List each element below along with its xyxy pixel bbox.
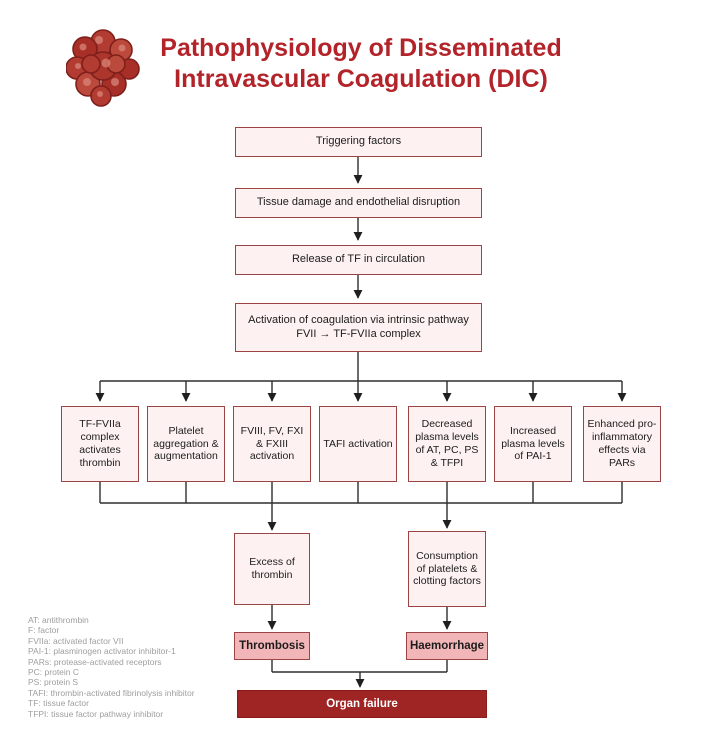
node-platelet-aggregation: Platelet aggregation & augmentation (147, 406, 225, 482)
node-factor-activation: FVIII, FV, FXI & FXIII activation (233, 406, 311, 482)
page-title-line-1: Pathophysiology of Disseminated (160, 34, 562, 62)
node-tissue-damage: Tissue damage and endothelial disruption (235, 188, 482, 218)
legend-item: FVIIa: activated factor VII (28, 635, 124, 646)
legend-item: PS: protein S (28, 677, 79, 688)
legend-item: TFPI: tissue factor pathway inhibitor (28, 708, 164, 719)
node-triggering-factors: Triggering factors (235, 127, 482, 157)
page-title: Pathophysiology of Disseminated Intravas… (120, 33, 602, 95)
node-thrombosis: Thrombosis (234, 632, 310, 660)
red-blood-cell-cluster-icon (66, 29, 140, 107)
legend-item: PC: protein C (28, 667, 80, 678)
legend-item: PARs: protease-activated receptors (28, 656, 162, 667)
node-excess-thrombin: Excess of thrombin (234, 533, 310, 605)
legend-item: TF: tissue factor (28, 698, 89, 709)
legend-item: F: factor (28, 625, 60, 636)
node-increased-pai1: Increased plasma levels of PAI-1 (494, 406, 572, 482)
legend-item: TAFI: thrombin-activated fibrinolysis in… (28, 687, 195, 698)
node-tf-fviia-thrombin: TF-FVIIa complex activates thrombin (61, 406, 139, 482)
page-title-line-2: Intravascular Coagulation (DIC) (174, 65, 548, 93)
legend-item: AT: antithrombin (28, 615, 89, 625)
node-tafi-activation: TAFI activation (319, 406, 397, 482)
legend-item: PAI-1: plasminogen activator inhibitor-1 (28, 646, 176, 657)
node-coagulation-activation: Activation of coagulation via intrinsic … (235, 303, 482, 352)
node-proinflammatory-pars: Enhanced pro-inflammatory effects via PA… (583, 406, 661, 482)
node-organ-failure: Organ failure (237, 690, 487, 718)
node-consumption-platelets: Consumption of platelets & clotting fact… (408, 531, 486, 607)
node-haemorrhage: Haemorrhage (406, 632, 488, 660)
node-decreased-plasma-levels: Decreased plasma levels of AT, PC, PS & … (408, 406, 486, 482)
node-tf-release: Release of TF in circulation (235, 245, 482, 275)
abbreviation-legend: AT: antithrombin F: factor FVIIa: activa… (28, 615, 195, 719)
